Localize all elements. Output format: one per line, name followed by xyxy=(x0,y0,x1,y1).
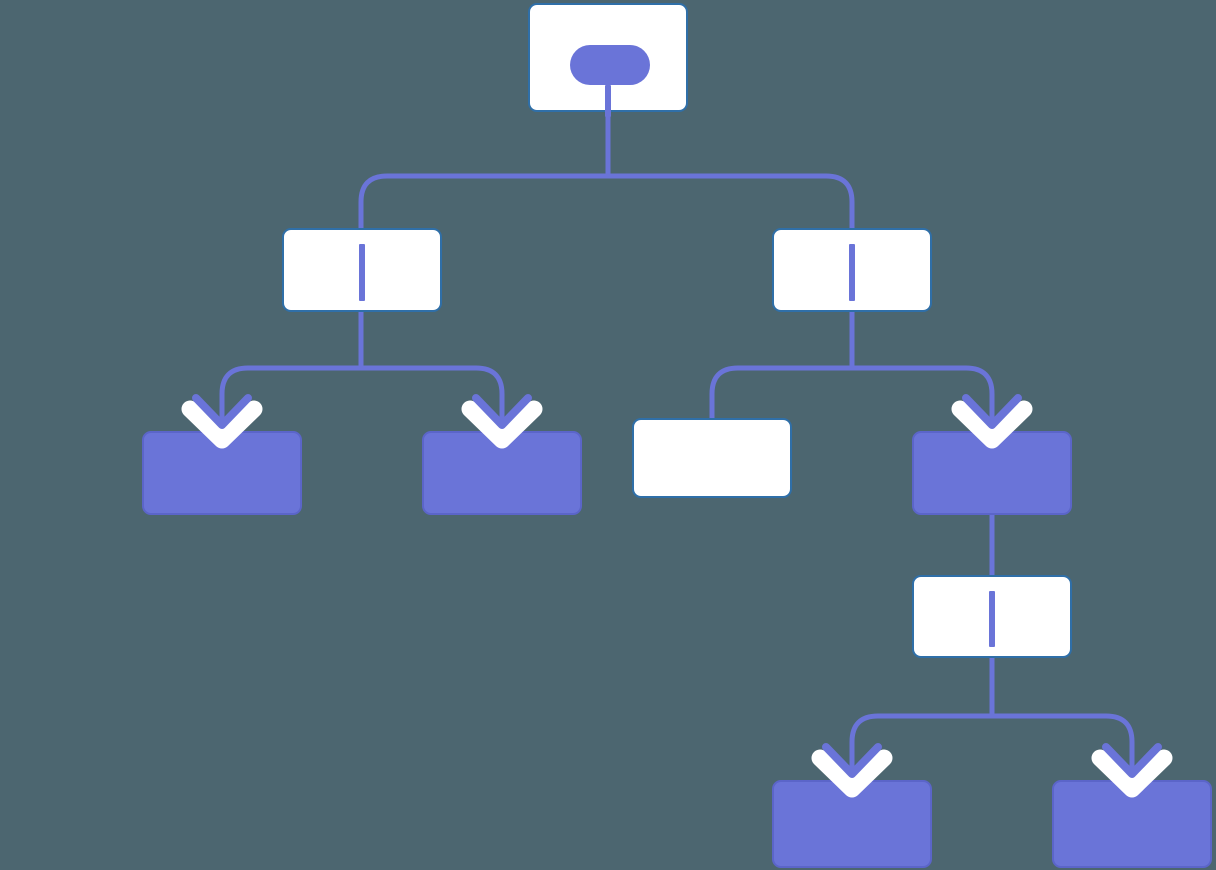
node-inner-pill xyxy=(570,45,650,85)
node-inner-stem xyxy=(605,85,611,117)
branch-node-d[interactable] xyxy=(912,431,1072,515)
branch-node-right[interactable] xyxy=(772,228,932,312)
node-inner-line xyxy=(359,244,365,301)
leaf-node-b[interactable] xyxy=(422,431,582,515)
leaf-node-a[interactable] xyxy=(142,431,302,515)
root-node[interactable] xyxy=(528,3,688,117)
plain-node-c[interactable] xyxy=(632,418,792,498)
node-inner-line xyxy=(849,244,855,301)
node-inner-line xyxy=(989,591,995,647)
leaf-node-f[interactable] xyxy=(1052,780,1212,868)
leaf-node-e[interactable] xyxy=(772,780,932,868)
branch-node-left[interactable] xyxy=(282,228,442,312)
sub-branch-node[interactable] xyxy=(912,575,1072,658)
